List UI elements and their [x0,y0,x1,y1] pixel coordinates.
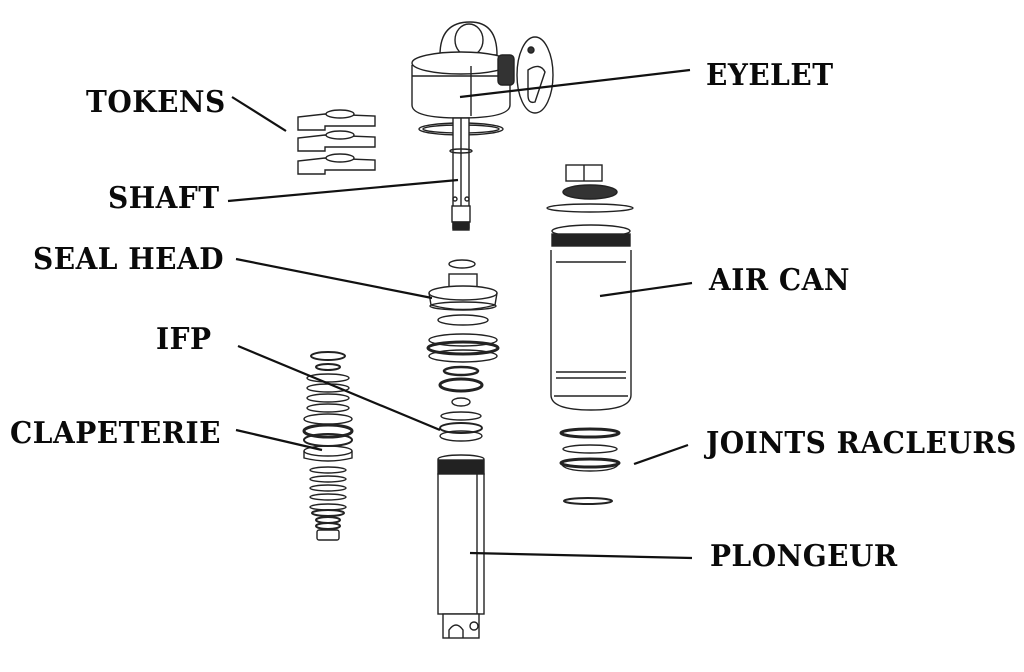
label-clapeterie: CLAPETERIE [10,414,221,451]
clapeterie-part [302,351,354,541]
tokens-leader [231,96,287,132]
label-eyelet: EYELET [706,56,834,93]
shaft-leader [227,178,459,203]
shaft-part [449,117,473,231]
tokens-part [297,109,376,175]
eyelet-leader [459,68,691,99]
air-can-part [546,164,634,411]
joints-racleurs-part [559,427,621,505]
label-plongeur: PLONGEUR [710,537,898,574]
eyelet-part [411,21,554,136]
label-air-can: AIR CAN [709,261,850,298]
joints-racleurs-leader [633,443,689,466]
label-ifp: IFP [156,320,212,357]
label-joints-racleurs: JOINTS RACLEURS [706,424,1017,461]
plongeur-leader [469,551,693,560]
seal-head-part [426,259,500,442]
air-can-leader [599,281,693,298]
label-seal-head: SEAL HEAD [33,240,225,277]
seal-head-leader [235,257,433,300]
clapeterie-leader [235,428,323,452]
ifp-leader [237,344,441,432]
label-shaft: SHAFT [108,179,220,216]
label-tokens: TOKENS [86,83,226,120]
plongeur-part [437,454,485,639]
